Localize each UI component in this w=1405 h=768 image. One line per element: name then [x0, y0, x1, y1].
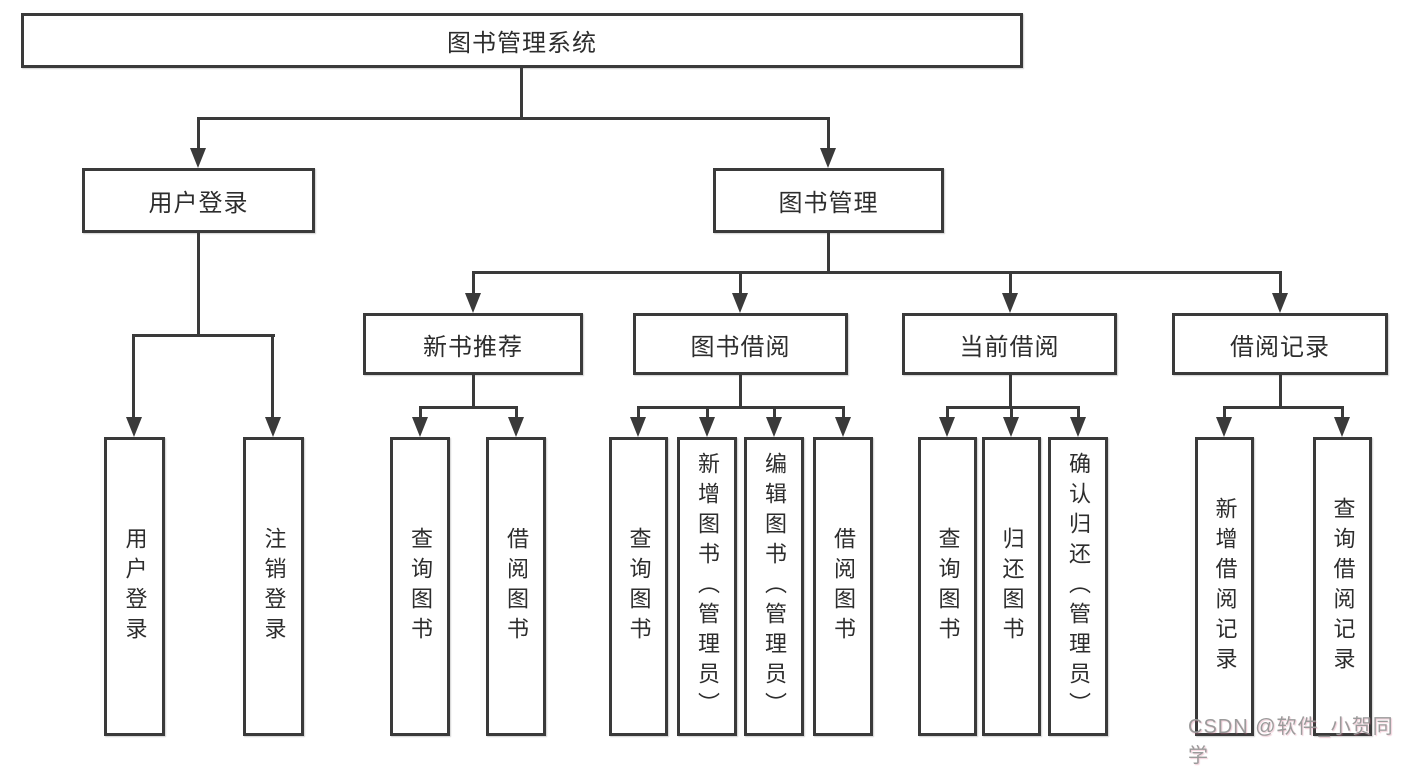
leaf-logout: 注销登录: [243, 437, 304, 736]
csdn-watermark: CSDN @软件_小贺同学: [1188, 716, 1394, 767]
connector-stub-borrowing-records: [1279, 271, 1282, 295]
leaf-add-books-admin: 新增图书（管理员）: [677, 437, 737, 736]
leaf-edit-books-admin: 编辑图书（管理员）: [744, 437, 804, 736]
node-borrowing-records-label: 借阅记录: [1230, 333, 1330, 361]
connector-stub: [946, 406, 949, 419]
connector-stub: [1341, 406, 1344, 419]
arrow-down-icon: [1272, 293, 1288, 313]
arrow-down-icon: [939, 417, 955, 437]
leaf-logout-label: 注销登录: [261, 526, 287, 647]
connector-stub: [515, 406, 518, 419]
arrow-down-icon: [630, 417, 646, 437]
leaf-confirm-return-admin: 确认归还（管理员）: [1048, 437, 1108, 736]
leaf-return-books: 归还图书: [982, 437, 1041, 736]
leaf-return-books-label: 归还图书: [999, 526, 1025, 647]
connector-stub: [706, 406, 709, 419]
node-book-borrowing-label: 图书借阅: [690, 333, 791, 361]
connector-recommend-stem: [472, 375, 475, 409]
connector-stub: [419, 406, 422, 419]
leaf-user-login: 用户登录: [104, 437, 165, 736]
connector-stub-current-borrowing: [1009, 271, 1012, 295]
arrow-down-icon: [1002, 293, 1018, 313]
leaf-current-query-books: 查询图书: [918, 437, 977, 736]
node-root: 图书管理系统: [21, 13, 1023, 68]
arrow-down-icon: [1216, 417, 1232, 437]
connector-stub-leaf-user-login: [132, 334, 135, 419]
leaf-borrowing-query-books: 查询图书: [609, 437, 668, 736]
connector-stub: [773, 406, 776, 419]
connector-stub: [1077, 406, 1080, 419]
connector-borrowing-stem: [739, 375, 742, 409]
arrow-down-icon: [190, 148, 206, 168]
arrow-down-icon: [1334, 417, 1350, 437]
arrow-down-icon: [732, 293, 748, 313]
leaf-recommend-borrow-books: 借阅图书: [486, 437, 546, 736]
connector-stub-book-borrowing: [739, 271, 742, 295]
connector-book-management-bar: [472, 271, 1282, 274]
node-new-book-recommend: 新书推荐: [363, 313, 583, 375]
arrow-down-icon: [766, 417, 782, 437]
connector-recommend-bar: [419, 406, 518, 409]
connector-stub: [1010, 406, 1013, 419]
leaf-add-borrow-record: 新增借阅记录: [1195, 437, 1254, 736]
connector-user-login-stem: [197, 233, 200, 336]
leaf-query-borrow-record: 查询借阅记录: [1313, 437, 1372, 736]
connector-records-stem: [1279, 375, 1282, 409]
connector-current-bar: [946, 406, 1080, 409]
connector-stub-leaf-logout: [271, 334, 274, 419]
leaf-recommend-query-books-label: 查询图书: [408, 526, 433, 647]
connector-stub-user-login: [197, 117, 200, 150]
leaf-recommend-query-books: 查询图书: [390, 437, 450, 736]
connector-user-login-bar: [133, 334, 275, 337]
arrow-down-icon: [412, 417, 428, 437]
node-book-management-label: 图书管理: [778, 190, 879, 217]
connector-root-bar: [197, 117, 830, 120]
connector-records-bar: [1223, 406, 1344, 409]
leaf-borrowing-borrow-books: 借阅图书: [813, 437, 873, 736]
connector-stub: [1223, 406, 1226, 419]
connector-stub: [842, 406, 845, 419]
connector-root-stem: [520, 68, 523, 118]
arrow-down-icon: [126, 417, 142, 437]
connector-stub: [637, 406, 640, 419]
leaf-recommend-borrow-books-label: 借阅图书: [504, 526, 529, 647]
arrow-down-icon: [1070, 417, 1086, 437]
arrow-down-icon: [835, 417, 851, 437]
node-new-book-recommend-label: 新书推荐: [423, 333, 523, 361]
arrow-down-icon: [820, 148, 836, 168]
leaf-query-borrow-record-label: 查询借阅记录: [1330, 496, 1356, 677]
node-root-label: 图书管理系统: [447, 30, 597, 57]
connector-book-management-stem: [827, 232, 830, 273]
leaf-borrowing-borrow-books-label: 借阅图书: [831, 526, 856, 647]
leaf-confirm-return-admin-label: 确认归还（管理员）: [1066, 451, 1091, 722]
arrow-down-icon: [699, 417, 715, 437]
leaf-edit-books-admin-label: 编辑图书（管理员）: [762, 451, 787, 722]
node-borrowing-records: 借阅记录: [1172, 313, 1388, 375]
node-book-management: 图书管理: [713, 168, 944, 233]
node-user-login: 用户登录: [82, 168, 315, 233]
arrow-down-icon: [508, 417, 524, 437]
leaf-current-query-books-label: 查询图书: [935, 526, 961, 647]
node-book-borrowing: 图书借阅: [633, 313, 848, 375]
node-user-login-label: 用户登录: [148, 190, 249, 217]
leaf-user-login-label: 用户登录: [122, 526, 148, 647]
arrow-down-icon: [1003, 417, 1019, 437]
node-current-borrowing: 当前借阅: [902, 313, 1117, 375]
connector-stub-book-management: [827, 117, 830, 150]
leaf-add-books-admin-label: 新增图书（管理员）: [695, 451, 720, 722]
node-current-borrowing-label: 当前借阅: [959, 333, 1060, 361]
arrow-down-icon: [465, 293, 481, 313]
leaf-borrowing-query-books-label: 查询图书: [626, 526, 652, 647]
connector-stub-new-book-recommend: [472, 271, 475, 295]
arrow-down-icon: [265, 417, 281, 437]
connector-current-stem: [1009, 375, 1012, 409]
leaf-add-borrow-record-label: 新增借阅记录: [1212, 496, 1238, 677]
connector-borrowing-bar: [637, 406, 845, 409]
